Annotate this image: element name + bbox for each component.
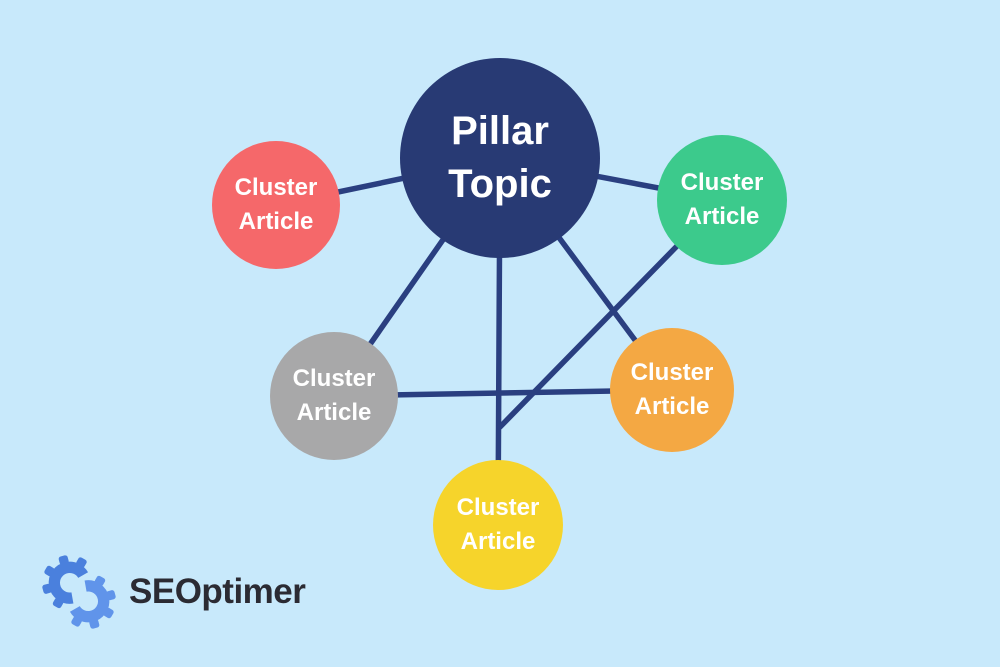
cluster-label-line2: Article [460, 528, 536, 555]
pillar-topic-node: Pillar Topic [400, 58, 600, 258]
seoptimer-logo-text: SEOptimer [129, 572, 306, 611]
cluster-label-line1: Cluster [456, 493, 540, 521]
cluster-label-line1: Cluster [630, 358, 714, 386]
cluster-article-node-orange: Cluster Article [610, 328, 734, 452]
cluster-label-line2: Article [296, 399, 372, 426]
seoptimer-logo: SEOptimer [42, 554, 306, 630]
pillar-topic-label-line1: Pillar [451, 109, 549, 154]
cluster-article-node-red: Cluster Article [212, 141, 340, 269]
cluster-label-line2: Article [634, 393, 710, 420]
cluster-article-node-yellow: Cluster Article [433, 460, 563, 590]
gear-top-left [42, 555, 91, 609]
cluster-label-line1: Cluster [292, 364, 376, 392]
cluster-article-node-green: Cluster Article [657, 135, 787, 265]
gears-icon [42, 555, 116, 629]
cluster-label-line1: Cluster [680, 168, 764, 196]
cluster-label-line2: Article [238, 208, 314, 235]
cluster-label-line1: Cluster [234, 173, 318, 201]
gear-bottom-right [67, 575, 116, 629]
pillar-topic-label-line2: Topic [448, 162, 552, 206]
cluster-label-line2: Article [684, 203, 760, 230]
cluster-article-node-gray: Cluster Article [270, 332, 398, 460]
